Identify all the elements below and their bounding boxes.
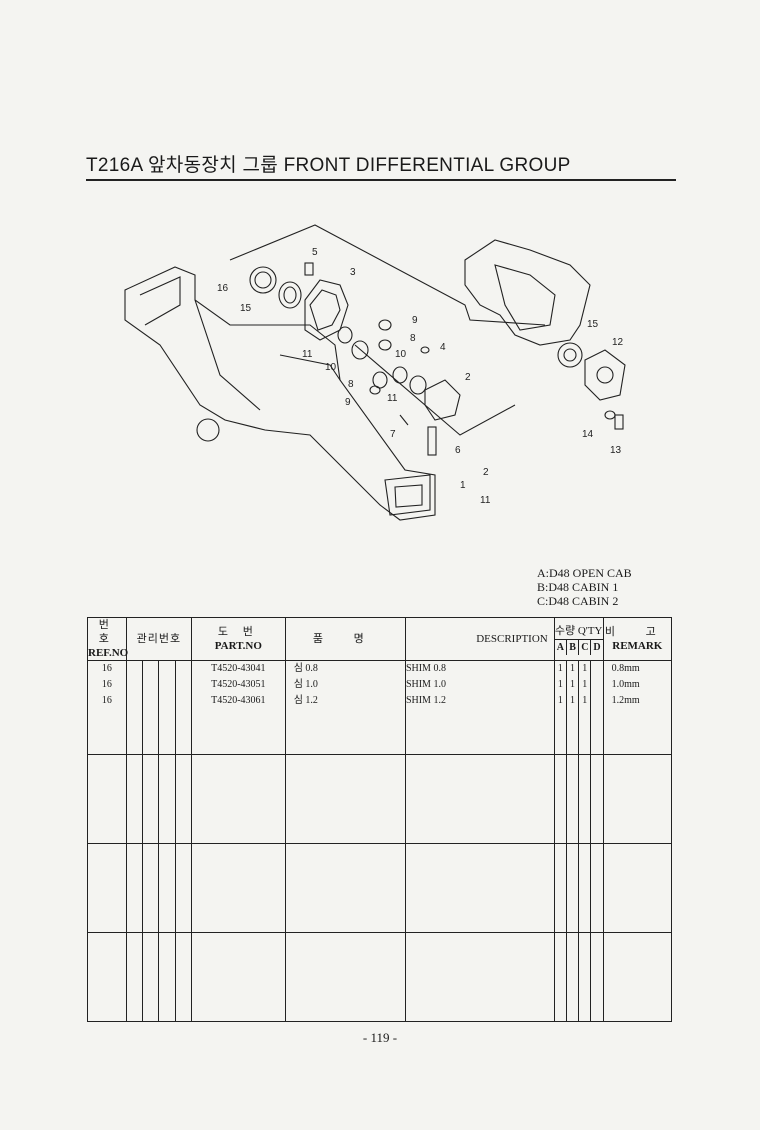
header-part: 도 번 PART.NO — [190, 617, 286, 661]
callout-7: 7 — [390, 429, 396, 440]
header-name-ko: 품 명 — [284, 617, 406, 661]
callout-8b: 8 — [348, 379, 354, 390]
callout-2: 2 — [465, 372, 471, 383]
callout-11c: 11 — [480, 495, 491, 506]
header-qty: 수량 Q'TY A B C D — [553, 617, 604, 661]
legend-b: B:D48 CABIN 1 — [537, 580, 619, 594]
qty-c-cell: 1 1 1 — [578, 660, 592, 755]
header-mgmt: 관리번호 — [125, 617, 192, 661]
legend-c: C:D48 CABIN 2 — [537, 594, 619, 608]
description-cell: SHIM 0.8 SHIM 1.0 SHIM 1.2 — [404, 660, 555, 755]
callout-16: 16 — [217, 283, 229, 294]
callout-4: 4 — [440, 342, 446, 353]
callout-2c: 2 — [483, 467, 489, 478]
header-ref: 번 호 REF.NO — [87, 617, 129, 661]
table-row — [87, 932, 673, 1022]
callout-10: 10 — [395, 349, 407, 360]
page-title: T216A 앞차동장치 그룹 FRONT DIFFERENTIAL GROUP — [86, 155, 571, 176]
callout-6: 6 — [455, 445, 461, 456]
ref-cell: 16 16 16 — [87, 660, 127, 755]
header-description: DESCRIPTION — [404, 617, 555, 661]
callout-14: 14 — [582, 429, 594, 440]
callout-9b: 9 — [345, 397, 351, 408]
table-row — [87, 843, 673, 933]
exploded-parts-diagram: 16 15 5 3 9 8 11 10 4 10 8 9 11 2 7 6 15… — [124, 224, 626, 521]
table-header-row: 번 호 REF.NO 관리번호 도 번 PART.NO 품 명 DESCRIPT… — [87, 617, 673, 661]
table-row — [87, 754, 673, 844]
remark-cell: 0.8mm 1.0mm 1.2mm — [602, 660, 673, 755]
callout-9: 9 — [412, 315, 418, 326]
title-rule — [86, 179, 676, 181]
callout-15: 15 — [240, 303, 252, 314]
callout-1: 1 — [460, 480, 466, 491]
header-remark: 비 고 REMARK — [602, 617, 673, 661]
callout-15b: 15 — [587, 319, 599, 330]
part-cell: T4520-43041 T4520-43051 T4520-43061 — [190, 660, 286, 755]
callout-12: 12 — [612, 337, 624, 348]
table-row: 16 16 16 T4520-43041 T4520-43051 T4520-4… — [87, 660, 673, 755]
callout-8: 8 — [410, 333, 416, 344]
callout-5: 5 — [312, 247, 318, 258]
callout-13: 13 — [610, 445, 622, 456]
legend-a: A:D48 OPEN CAB — [537, 566, 632, 580]
model-legend: A:D48 OPEN CAB B:D48 CABIN 1 C:D48 CABIN… — [537, 566, 632, 608]
callout-11b: 11 — [387, 393, 398, 404]
qty-a-cell: 1 1 1 — [553, 660, 567, 755]
callout-10b: 10 — [325, 362, 337, 373]
callout-3: 3 — [350, 267, 356, 278]
name-ko-cell: 심 0.8 심 1.0 심 1.2 — [284, 660, 406, 755]
callout-11: 11 — [302, 349, 313, 360]
qty-d-cell — [590, 660, 604, 755]
parts-table: 번 호 REF.NO 관리번호 도 번 PART.NO 품 명 DESCRIPT… — [87, 617, 673, 1022]
qty-b-cell: 1 1 1 — [565, 660, 580, 755]
page-number: - 119 - — [362, 1030, 398, 1045]
